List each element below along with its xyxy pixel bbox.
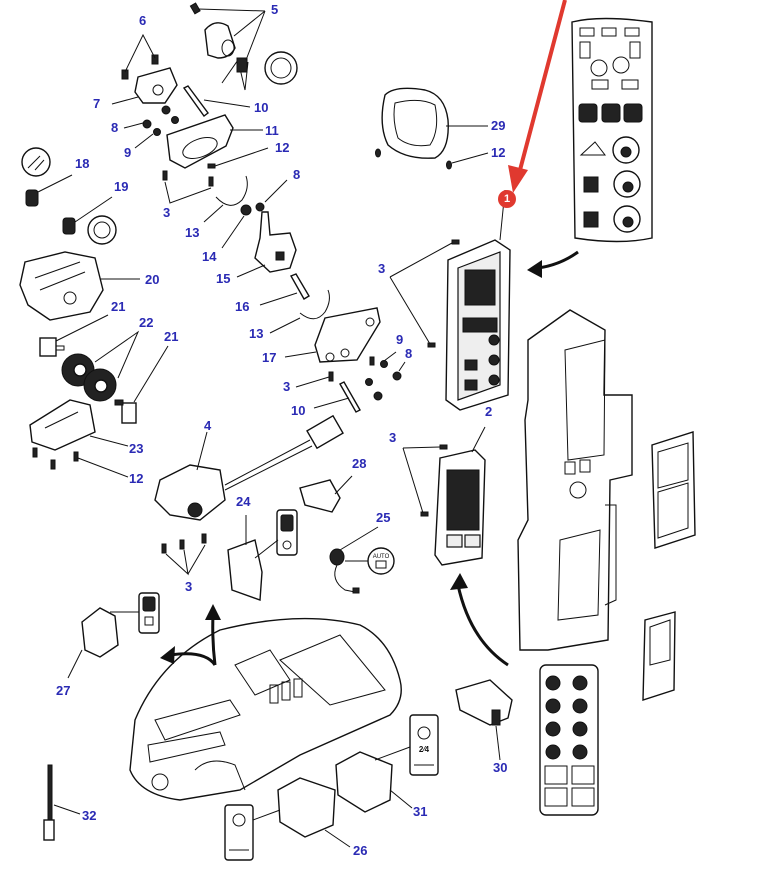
callout-10: 10 [291, 403, 306, 418]
part-21-potentiometer-left [39, 337, 65, 357]
part-20-cover [19, 251, 104, 321]
callout-8: 8 [111, 120, 119, 135]
part-22-knobs [61, 353, 117, 402]
callout-6: 6 [139, 13, 147, 28]
part-31-switch [335, 714, 439, 813]
part-29-bezel [375, 87, 452, 170]
callout-19: 19 [114, 179, 129, 194]
center-console [129, 617, 402, 801]
part-11-plate [166, 114, 234, 169]
callout-21: 21 [164, 329, 179, 344]
pillar-trim-panel [517, 309, 633, 651]
callout-15: 15 [216, 271, 231, 286]
part-10-pin [182, 85, 209, 117]
callout-24: 24 [236, 494, 251, 509]
callout-22: 22 [139, 315, 154, 330]
callout-3: 3 [389, 430, 397, 445]
part-21-potentiometer-right [114, 399, 137, 424]
callout-18: 18 [75, 156, 90, 171]
callout-25: 25 [376, 510, 391, 525]
auto-icon-text: AUTO [373, 554, 390, 560]
part-18-switch [21, 147, 51, 207]
callout-27: 27 [56, 683, 71, 698]
part-2-switch-panel [434, 449, 486, 566]
part-27-rocker-switch [81, 592, 160, 658]
part-7-bracket [121, 54, 178, 104]
keypad-faceplate [539, 664, 599, 816]
callout-26: 26 [353, 843, 368, 858]
part-5-knob-assembly [189, 2, 298, 91]
part-17-plate [314, 307, 381, 363]
part-1-switch-panel [445, 239, 511, 411]
callout-12: 12 [275, 140, 290, 155]
part-26-switch [224, 777, 336, 861]
callout-3: 3 [163, 205, 171, 220]
callout-16: 16 [235, 299, 250, 314]
part-4-stalk-switch [154, 414, 344, 521]
highlight-badge-1[interactable]: 1 [498, 190, 516, 208]
callout-12: 12 [129, 471, 144, 486]
callout-11: 11 [265, 123, 279, 138]
callout-13: 13 [249, 326, 264, 341]
callout-14: 14 [202, 249, 217, 264]
callout-8: 8 [293, 167, 301, 182]
part-24-rocker-switch [227, 509, 298, 601]
callout-20: 20 [145, 272, 160, 287]
switch-31-symbol-text: 2⁄4 [419, 745, 430, 754]
part-23-housing [29, 399, 96, 451]
part-19-switch [62, 215, 117, 245]
callout-21: 21 [111, 299, 126, 314]
callout-23: 23 [129, 441, 144, 456]
callout-3: 3 [283, 379, 291, 394]
callout-30: 30 [493, 760, 508, 775]
callout-28: 28 [352, 456, 367, 471]
callout-2: 2 [485, 404, 493, 419]
callout-3: 3 [378, 261, 386, 276]
callout-9: 9 [124, 145, 132, 160]
callout-10: 10 [254, 100, 269, 115]
callout-17: 17 [262, 350, 277, 365]
callout-9: 9 [396, 332, 404, 347]
callout-32: 32 [82, 808, 97, 823]
callout-13: 13 [185, 225, 200, 240]
switch-panel-1-faceplate [571, 17, 653, 243]
callout-4: 4 [204, 418, 212, 433]
frame-panel-lower [642, 611, 676, 701]
highlight-arrow [508, 0, 567, 193]
callout-3: 3 [185, 579, 193, 594]
callout-29: 29 [491, 118, 506, 133]
part-15-lever-base [254, 211, 297, 273]
frame-panel-upper [651, 431, 696, 549]
part-28-cover [299, 479, 341, 513]
part-30-switch-cover [455, 679, 513, 726]
callout-8: 8 [405, 346, 413, 361]
part-25-auto-switch [329, 547, 395, 594]
callout-31: 31 [413, 804, 428, 819]
callout-5: 5 [271, 2, 279, 17]
callout-12: 12 [491, 145, 506, 160]
callout-7: 7 [93, 96, 101, 111]
part-32-cable-tie [43, 764, 55, 841]
